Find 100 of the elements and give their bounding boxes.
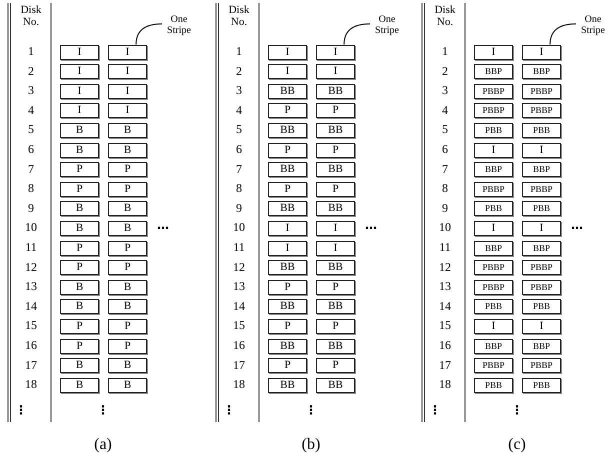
disk-number: 16 bbox=[438, 338, 452, 353]
stripe-box: PBBP bbox=[474, 182, 513, 197]
stripe-box: I bbox=[522, 220, 561, 236]
stripe-box: B bbox=[108, 220, 147, 236]
disk-number: 4 bbox=[441, 102, 449, 118]
panel-caption: (c) bbox=[507, 436, 527, 454]
stripe-box: I bbox=[268, 64, 307, 80]
stripe-box: P bbox=[316, 280, 355, 295]
vertical-ellipsis: ⋮ bbox=[510, 403, 524, 417]
stripe-box: B bbox=[60, 358, 99, 374]
stripe-box: BB bbox=[268, 162, 307, 178]
stripe-box: I bbox=[60, 103, 99, 118]
stripe-box: PBB bbox=[522, 201, 561, 216]
stripe-box: B bbox=[108, 378, 147, 393]
stripe-box: P bbox=[268, 280, 307, 295]
disk-number: 18 bbox=[232, 377, 246, 392]
stripe-box: BBP bbox=[522, 64, 561, 80]
disk-number: 18 bbox=[24, 377, 38, 392]
vertical-ellipsis: ⋮ bbox=[14, 403, 28, 417]
disk-number: 9 bbox=[441, 200, 449, 216]
stripe-box: P bbox=[268, 142, 307, 158]
stripe-box: I bbox=[474, 220, 513, 236]
disk-number: 8 bbox=[441, 181, 449, 196]
stripe-box: I bbox=[108, 44, 147, 60]
stripe-box: BB bbox=[316, 378, 355, 393]
stripe-box: BB bbox=[268, 84, 307, 99]
disk-number: 7 bbox=[235, 162, 243, 177]
stripe-box: B bbox=[108, 280, 147, 295]
stripe-box: B bbox=[60, 142, 99, 158]
disk-number: 5 bbox=[27, 122, 35, 138]
panel-caption: (a) bbox=[93, 436, 113, 454]
stripe-box: BB bbox=[268, 299, 307, 314]
disk-number: 14 bbox=[24, 298, 38, 314]
disk-number: 11 bbox=[24, 240, 38, 255]
stripe-box: B bbox=[108, 299, 147, 314]
disk-number: 12 bbox=[232, 260, 246, 275]
disk-number: 2 bbox=[235, 64, 243, 79]
stripe-box: BB bbox=[268, 338, 307, 354]
disk-number: 15 bbox=[24, 318, 38, 334]
stripe-box: B bbox=[60, 220, 99, 236]
stripe-box: PBBP bbox=[522, 84, 561, 99]
stripe-box: P bbox=[108, 240, 147, 256]
stripe-box: PBBP bbox=[522, 182, 561, 197]
stripe-box: P bbox=[108, 260, 147, 276]
stripe-box: I bbox=[108, 64, 147, 80]
stripe-box: P bbox=[268, 103, 307, 118]
stripe-box: P bbox=[60, 338, 99, 354]
leader-line bbox=[344, 23, 370, 45]
panel-caption: (b) bbox=[300, 436, 322, 454]
disk-number: 6 bbox=[235, 142, 243, 157]
column-header: Disk No. bbox=[228, 4, 250, 28]
disk-number: 11 bbox=[232, 240, 246, 255]
disk-number: 2 bbox=[27, 64, 35, 79]
stripe-box: I bbox=[316, 64, 355, 80]
ellipsis: … bbox=[156, 218, 170, 232]
stripe-box: BB bbox=[268, 201, 307, 216]
disk-number: 17 bbox=[438, 358, 452, 373]
stripe-box: P bbox=[268, 358, 307, 374]
stripe-box: B bbox=[108, 358, 147, 374]
disk-number: 13 bbox=[24, 279, 38, 294]
stripe-box: B bbox=[60, 280, 99, 295]
stripe-box: BBP bbox=[474, 338, 513, 354]
stripe-box: P bbox=[108, 338, 147, 354]
stripe-box: P bbox=[108, 318, 147, 334]
stripe-box: P bbox=[268, 182, 307, 197]
stripe-box: B bbox=[60, 378, 99, 393]
stripe-box: I bbox=[268, 240, 307, 256]
stripe-box: PBBP bbox=[522, 103, 561, 118]
stripe-box: P bbox=[60, 318, 99, 334]
stripe-box: I bbox=[522, 142, 561, 158]
disk-number: 1 bbox=[27, 44, 35, 59]
stripe-box: PBBP bbox=[474, 103, 513, 118]
stripe-box: B bbox=[60, 299, 99, 314]
stripe-box: PBBP bbox=[474, 84, 513, 99]
disk-number: 7 bbox=[27, 162, 35, 177]
stripe-box: PBB bbox=[474, 201, 513, 216]
disk-number: 9 bbox=[235, 200, 243, 216]
disk-number: 3 bbox=[441, 83, 449, 98]
stripe-box: BBP bbox=[522, 240, 561, 256]
disk-number: 16 bbox=[24, 338, 38, 353]
stripe-box: BB bbox=[268, 378, 307, 393]
stripe-box: BBP bbox=[474, 64, 513, 80]
stripe-box: BBP bbox=[474, 162, 513, 178]
disk-number: 7 bbox=[441, 162, 449, 177]
disk-number: 15 bbox=[438, 318, 452, 334]
disk-number: 13 bbox=[232, 279, 246, 294]
callout-text: One Stripe bbox=[370, 14, 404, 36]
disk-number: 10 bbox=[24, 220, 38, 236]
stripe-box: B bbox=[108, 142, 147, 158]
stripe-box: I bbox=[268, 220, 307, 236]
stripe-box: BB bbox=[316, 299, 355, 314]
column-header: Disk No. bbox=[20, 4, 42, 28]
disk-number: 15 bbox=[232, 318, 246, 334]
stripe-box: PBB bbox=[522, 378, 561, 393]
stripe-box: BB bbox=[316, 260, 355, 276]
stripe-box: PBB bbox=[522, 122, 561, 138]
stripe-box: P bbox=[60, 162, 99, 178]
stripe-box: PBBP bbox=[522, 260, 561, 276]
stripe-box: I bbox=[522, 318, 561, 334]
disk-number: 16 bbox=[232, 338, 246, 353]
